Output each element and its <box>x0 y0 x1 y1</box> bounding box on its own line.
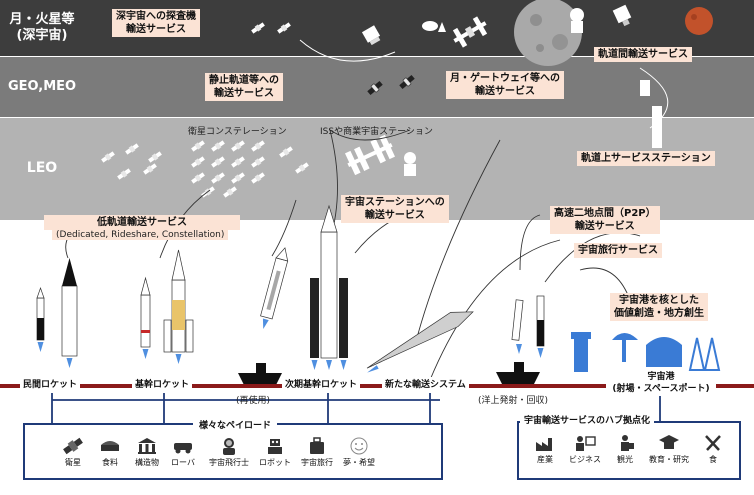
payload-dream: 夢・希望 <box>340 437 378 468</box>
private-rocket-label: 民間ロケット <box>20 377 81 390</box>
low-orbit-transport-label: 低軌道輸送サービス <box>44 215 240 230</box>
core-rocket-label: 基幹ロケット <box>132 377 193 390</box>
hub-title: 宇宙輸送サービスのハブ拠点化 <box>520 413 655 426</box>
payload-space-travel-label: 宇宙旅行 <box>301 458 333 467</box>
spaceport-label: 宇宙港 (射場・スペースポート) <box>606 372 716 396</box>
payload-title: 様々なペイロード <box>193 418 278 431</box>
satellite-icon <box>63 437 83 455</box>
astronaut-icon <box>223 438 235 455</box>
core-rocket-small <box>140 276 151 359</box>
hub-education-label: 教育・研究 <box>649 455 689 464</box>
payload-rover: ローバ <box>164 437 202 468</box>
low-orbit-transport-sublabel: (Dedicated, Rideshare, Constellation) <box>52 230 229 240</box>
iss-caption: ISSや商業宇宙ステーション <box>320 127 433 137</box>
rover-icon <box>174 443 192 454</box>
new-transport-system-label: 新たな輸送システム <box>382 377 469 390</box>
sea-launch-rocket-2 <box>536 295 545 358</box>
orbital-service-station-label: 軌道上サービスステーション <box>577 151 715 166</box>
p2p-transport-label: 高速二地点間（P2P） 輸送サービス <box>550 206 660 234</box>
hub-business: ビジネス <box>565 434 605 465</box>
payload-astronaut: 宇宙飛行士 <box>206 437 252 468</box>
hub-food-label: 食 <box>709 455 717 464</box>
hub-tourism-label: 観光 <box>617 455 633 464</box>
business-icon <box>576 436 596 451</box>
constellation-caption: 衛星コンステレーション <box>188 127 287 137</box>
geostationary-transport-label: 静止軌道等への 輸送サービス <box>205 73 283 101</box>
reusable-rocket <box>260 247 289 330</box>
spaceplane <box>366 311 474 373</box>
payload-structure-label: 構造物 <box>135 458 159 467</box>
moon <box>514 0 582 66</box>
smiley-icon <box>350 437 368 455</box>
payload-structure: 構造物 <box>128 437 166 468</box>
geo-meo-band-label: GEO,MEO <box>7 78 77 94</box>
private-rocket-small <box>36 286 45 352</box>
mars <box>685 7 713 35</box>
private-rocket-large <box>61 258 78 368</box>
payload-satellite: 衛星 <box>54 437 92 468</box>
cutlery-icon <box>705 435 721 451</box>
luggage-icon <box>310 437 324 454</box>
payload-astronaut-label: 宇宙飛行士 <box>209 458 249 467</box>
hub-industry: 産業 <box>526 434 564 465</box>
gateway-transport-label: 月・ゲートウェイ等への 輸送サービス <box>446 71 564 99</box>
station-transport-label: 宇宙ステーションへの 輸送サービス <box>341 195 449 223</box>
structure-icon <box>138 438 156 454</box>
payload-dream-label: 夢・希望 <box>343 458 375 467</box>
spaceport-facilities <box>571 332 721 372</box>
deep-space-band-label: 月・火星等 (深宇宙) <box>9 11 75 43</box>
hub-tourism: 観光 <box>606 434 644 465</box>
recovery-ship <box>238 363 282 385</box>
ocean-launch-label: (洋上発射・回収) <box>478 396 549 406</box>
payload-robot-label: ロボット <box>259 458 291 467</box>
deep-space-transport-label: 深宇宙への探査機 輸送サービス <box>112 9 200 37</box>
next-core-rocket-label: 次期基幹ロケット <box>282 377 361 390</box>
graduation-icon <box>659 435 679 449</box>
payload-robot: ロボット <box>256 437 294 468</box>
hub-industry-label: 産業 <box>537 455 553 464</box>
payload-food-label: 食料 <box>102 458 118 467</box>
hub-education: 教育・研究 <box>646 434 692 465</box>
hub-food: 食 <box>694 434 732 465</box>
reuse-label: (再使用) <box>236 396 271 406</box>
payload-satellite-label: 衛星 <box>65 458 81 467</box>
factory-icon <box>536 438 552 451</box>
payload-space-travel: 宇宙旅行 <box>296 437 338 468</box>
core-rocket-large <box>163 249 194 364</box>
hub-business-label: ビジネス <box>569 455 601 464</box>
food-icon <box>101 441 119 451</box>
sea-launch-rocket-1 <box>511 299 524 354</box>
space-travel-label: 宇宙旅行サービス <box>574 243 662 258</box>
payload-food: 食料 <box>91 437 129 468</box>
spaceport-value-label: 宇宙港を核とした 価値創造・地方創生 <box>610 293 708 321</box>
next-core-rocket <box>310 204 348 370</box>
payload-rover-label: ローバ <box>171 458 195 467</box>
robot-icon <box>268 439 282 454</box>
leo-band-label: LEO <box>26 160 58 177</box>
tourism-icon <box>621 435 634 451</box>
sea-platform-ship <box>496 362 540 384</box>
orbital-transfer-label: 軌道間輸送サービス <box>594 47 692 62</box>
